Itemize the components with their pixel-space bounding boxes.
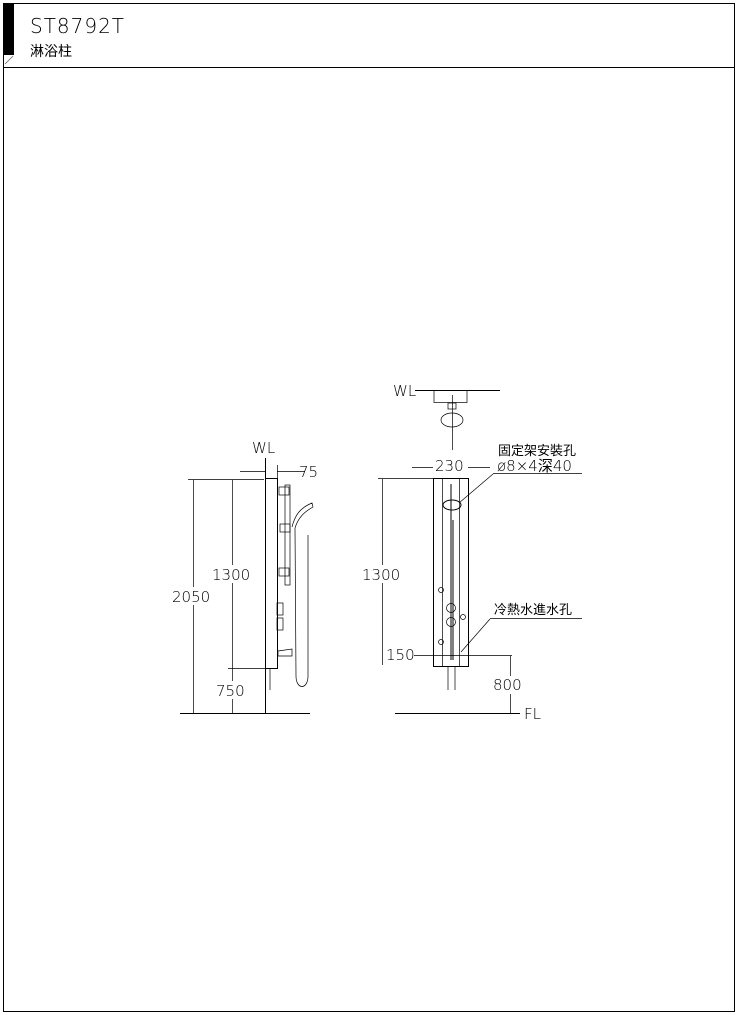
control-1	[276, 602, 284, 616]
label-bg	[190, 587, 218, 605]
bracket-holes	[442, 499, 462, 511]
side-view: WL 75 2050 1300 750	[172, 439, 318, 714]
dim-1300-side: 1300	[212, 566, 250, 584]
front-view: WL FL 230 固定架安裝孔 ø8×4深40 1300	[362, 382, 582, 723]
inlet-note: 冷熱水進水孔	[494, 603, 572, 618]
holder	[279, 523, 291, 533]
label-bg	[212, 565, 254, 583]
jet	[438, 587, 444, 593]
control-2	[276, 617, 284, 631]
valve	[446, 603, 456, 613]
bracket-note-line1: 固定架安裝孔	[498, 444, 576, 459]
leader-line	[458, 473, 494, 504]
dim-75: 75	[299, 463, 318, 481]
dim-150: 150	[386, 646, 415, 664]
side-wl-label: WL	[252, 439, 275, 457]
strip-hatch	[4, 55, 14, 65]
product-name: 淋浴柱	[30, 44, 72, 60]
dim-2050: 2050	[172, 588, 210, 606]
hand-shower	[291, 502, 314, 529]
leader-line	[460, 618, 491, 653]
label-bg	[492, 676, 528, 694]
panel-front	[433, 478, 469, 667]
slide-bar	[284, 484, 291, 586]
valve	[446, 617, 456, 627]
fl-label: FL	[524, 705, 541, 723]
spout	[277, 648, 293, 657]
hose	[294, 527, 309, 687]
dim-230: 230	[435, 457, 464, 475]
label-bg	[362, 565, 404, 583]
bracket-note-line2: ø8×4深40	[497, 457, 572, 475]
sheet-border	[3, 3, 735, 1012]
panel-side	[265, 478, 278, 669]
dim-800: 800	[493, 676, 522, 694]
front-wl-label: WL	[393, 382, 416, 400]
top-mount	[433, 390, 468, 403]
top-shower-head	[440, 412, 464, 428]
label-bg	[215, 681, 251, 699]
header-strip	[3, 3, 14, 55]
dim-1300-front: 1300	[362, 566, 400, 584]
jet	[438, 639, 444, 645]
top-joint	[447, 402, 457, 410]
bar-bracket-bottom	[278, 567, 290, 577]
bar-bracket-top	[278, 486, 290, 496]
model-number: ST8792T	[30, 14, 125, 38]
jet	[460, 614, 466, 620]
dim-750: 750	[216, 682, 245, 700]
